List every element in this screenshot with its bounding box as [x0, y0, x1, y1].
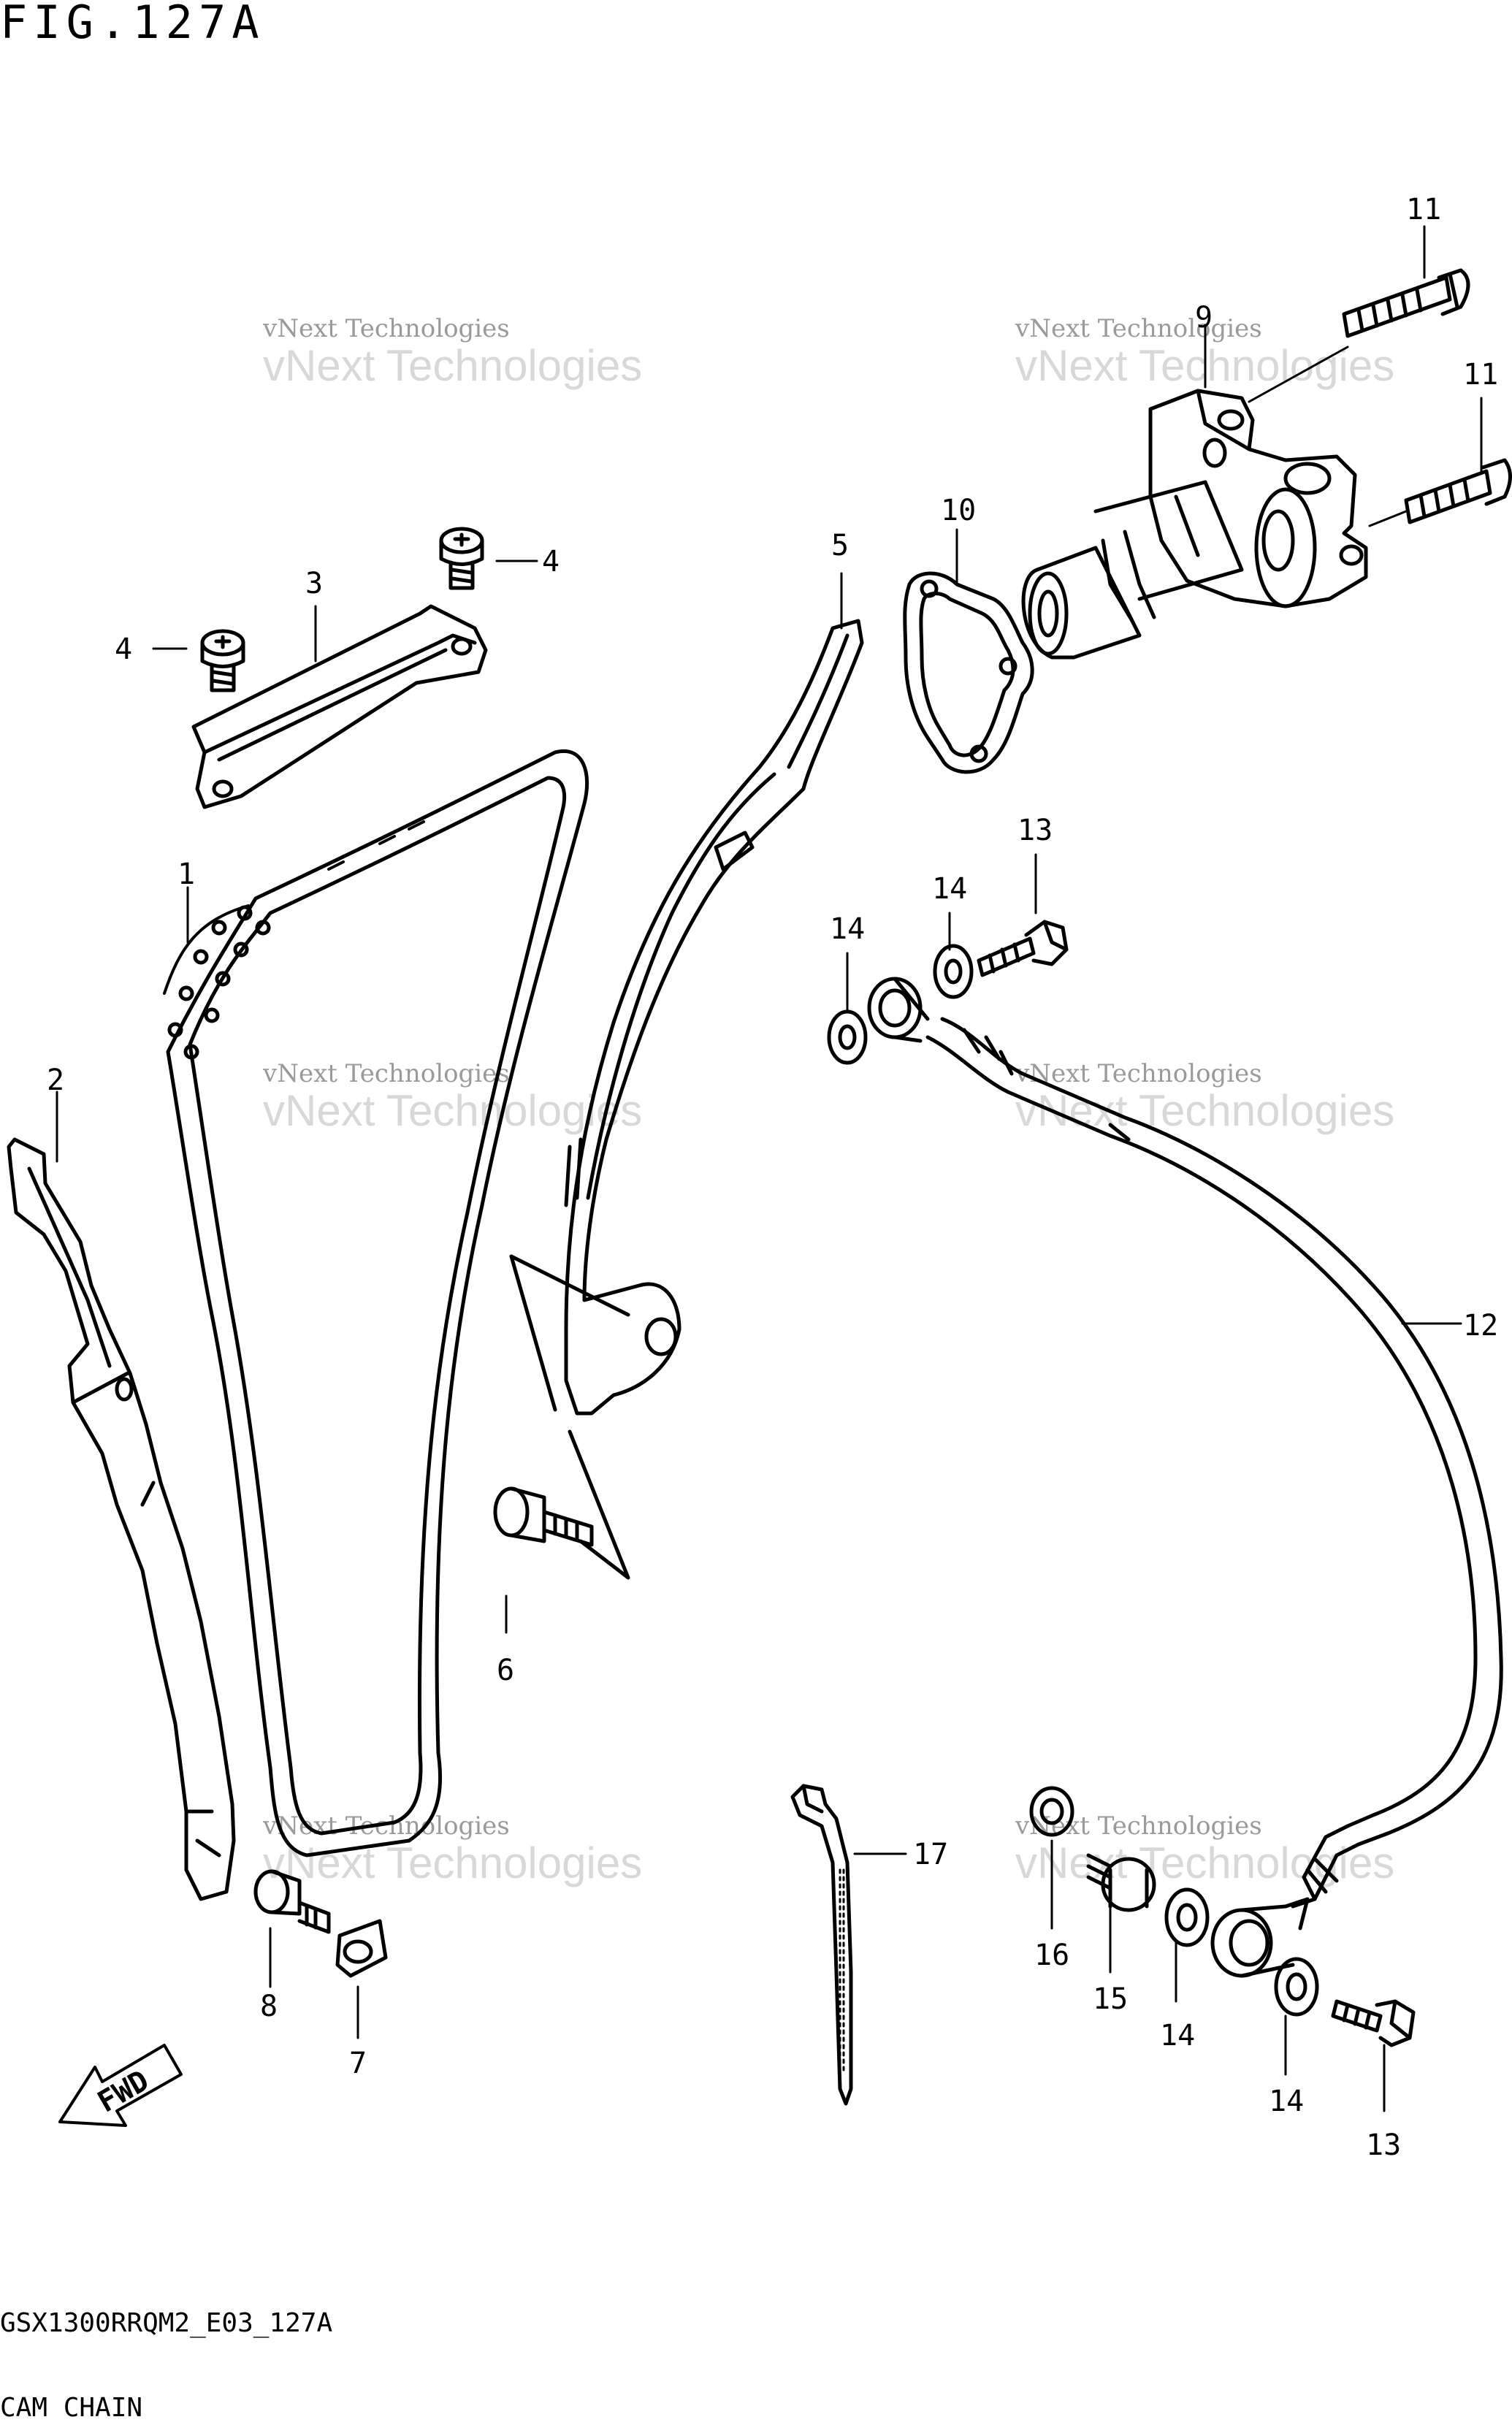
part-10-gasket — [903, 571, 1034, 774]
watermark: vNext Technologies vNext Technologies — [263, 1811, 642, 1888]
watermark-text: vNext Technologies — [263, 1811, 510, 1841]
part-2-chain-guide — [7, 1137, 236, 1901]
part-14-washer — [1274, 1957, 1319, 2017]
part-5-tension-guide — [564, 619, 864, 1416]
watermark-text: vNext Technologies — [263, 341, 643, 390]
callout-7: 7 — [349, 2047, 367, 2080]
part-15-union-bolt — [1086, 1853, 1156, 1912]
callout-6: 6 — [497, 1654, 514, 1687]
part-14-washer — [1164, 1887, 1210, 1947]
part-17-cable-tie — [790, 1784, 853, 2106]
watermark: vNext Technologies vNext Technologies — [1015, 1059, 1394, 1136]
watermark-text: vNext Technologies — [263, 1059, 510, 1088]
callout-2: 2 — [47, 1063, 64, 1097]
watermark-text: vNext Technologies — [263, 1838, 643, 1887]
part-14-washer — [933, 944, 974, 999]
part-4-bolt — [200, 629, 245, 692]
part-3-upper-guide — [191, 604, 488, 809]
callout-5: 5 — [831, 529, 849, 562]
leader-lines — [56, 225, 1483, 2112]
callout-1: 1 — [177, 858, 195, 891]
figure-code: GSX1300RRQM2_E03_127A — [0, 2308, 333, 2338]
watermark-text: vNext Technologies — [1015, 1059, 1262, 1088]
callout-11b: 11 — [1463, 358, 1498, 392]
fwd-label: FWD — [92, 2064, 155, 2120]
part-16-washer — [1029, 1786, 1074, 1837]
callouts: 1 2 3 4 4 5 6 7 8 9 10 11 11 12 13 13 14… — [47, 193, 1498, 2162]
callout-15: 15 — [1093, 1982, 1128, 2016]
part-11-bolt — [1342, 268, 1470, 338]
figure-name: CAM CHAIN — [0, 2393, 143, 2423]
part-8-bolt — [253, 1869, 331, 1934]
callout-12: 12 — [1463, 1309, 1498, 1343]
callout-13: 13 — [1017, 814, 1053, 847]
callout-17: 17 — [913, 1838, 948, 1871]
hose-fitting-upper — [867, 977, 930, 1043]
callout-14c: 14 — [1160, 2019, 1195, 2052]
callout-14d: 14 — [1269, 2085, 1304, 2118]
part-14-washer — [827, 1009, 868, 1065]
watermark: vNext Technologies vNext Technologies — [263, 314, 642, 391]
callout-4: 4 — [115, 633, 132, 666]
watermark: vNext Technologies vNext Technologies — [1015, 1811, 1394, 1888]
watermark-text: vNext Technologies — [263, 314, 510, 343]
callout-13b: 13 — [1366, 2128, 1401, 2162]
assembly-line — [509, 1254, 630, 1580]
callout-9: 9 — [1195, 301, 1213, 335]
part-12-oil-hose — [925, 1017, 1503, 1909]
callout-4b: 4 — [542, 545, 560, 578]
fwd-arrow-icon: FWD — [58, 2044, 183, 2127]
hose-fitting-lower — [1210, 1897, 1310, 1978]
callout-14b: 14 — [932, 872, 967, 906]
watermark-text: vNext Technologies — [1015, 1086, 1395, 1135]
figure-title: FIG.127A — [0, 0, 265, 49]
part-9-tensioner-adjuster — [1021, 389, 1368, 660]
part-11-bolt — [1404, 458, 1512, 524]
part-13-bolt — [1331, 1999, 1416, 2047]
watermark-text: vNext Technologies — [1015, 314, 1262, 343]
part-7-plate — [335, 1919, 388, 1978]
callout-14a: 14 — [830, 912, 865, 946]
part-4-bolt — [439, 527, 484, 590]
part-13-bolt — [977, 920, 1069, 977]
watermark-text: vNext Technologies — [263, 1086, 643, 1135]
watermark: vNext Technologies vNext Technologies — [263, 1059, 642, 1136]
callout-11: 11 — [1406, 193, 1441, 226]
part-6-guide-bolt — [493, 1486, 594, 1547]
callout-8: 8 — [260, 1990, 278, 2023]
callout-16: 16 — [1034, 1939, 1069, 1972]
callout-3: 3 — [305, 567, 323, 600]
part-1-cam-chain — [163, 749, 589, 1857]
callout-10: 10 — [941, 494, 976, 527]
